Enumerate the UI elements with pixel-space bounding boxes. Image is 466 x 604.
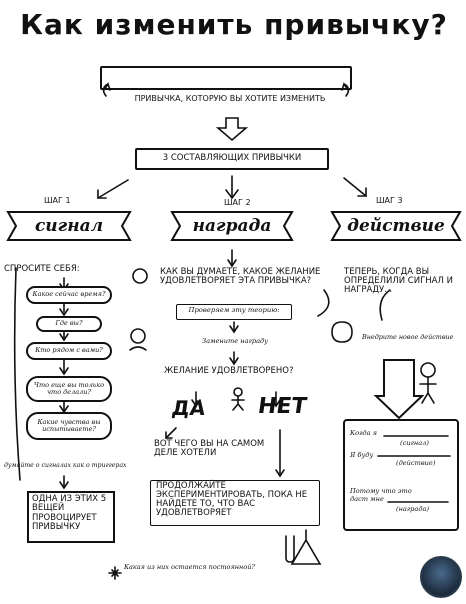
habit-caption: ПРИВЫЧКА, КОТОРУЮ ВЫ ХОТИТЕ ИЗМЕНИТЬ bbox=[134, 94, 326, 103]
plan-action: (действие) bbox=[396, 459, 436, 467]
question-who: Кто рядом с вами? bbox=[26, 342, 112, 360]
avatar bbox=[420, 556, 462, 598]
triggers-note: думайте о сигналах как о триггерах bbox=[4, 462, 127, 469]
page-title: Как изменить привычку? bbox=[20, 8, 448, 41]
reward-question: КАК ВЫ ДУМАЕТЕ, КАКОЕ ЖЕЛАНИЕ УДОВЛЕТВОР… bbox=[160, 267, 321, 286]
replace-reward: Замените награду bbox=[202, 337, 269, 345]
step-2-name: награда bbox=[192, 216, 272, 236]
step-2-label: ШАГ 2 bbox=[224, 198, 251, 207]
five-things-text: ОДНА ИЗ ЭТИХ 5 ВЕЩЕЙ ПРОВОЦИРУЕТ ПРИВЫЧК… bbox=[32, 494, 107, 533]
step-2-banner: награда bbox=[172, 214, 292, 240]
step-1-label: ШАГ 1 bbox=[44, 196, 71, 205]
question-doing: Что еще вы только что делали? bbox=[26, 376, 112, 402]
step-3-label: ШАГ 3 bbox=[376, 196, 403, 205]
habit-input-box[interactable] bbox=[100, 66, 352, 90]
components-box bbox=[135, 148, 329, 170]
now-that: ТЕПЕРЬ, КОГДА ВЫ ОПРЕДЕЛИЛИ СИГНАЛ И НАГ… bbox=[344, 267, 453, 295]
test-theory-box bbox=[176, 304, 292, 320]
yes-label: ДА bbox=[170, 396, 207, 420]
implement-action: Внедрите новое действие bbox=[362, 333, 454, 341]
plan-reward: (награда) bbox=[396, 505, 430, 513]
ask-yourself: СПРОСИТЕ СЕБЯ: bbox=[4, 264, 80, 274]
no-note-box bbox=[150, 480, 320, 526]
question-time: Какое сейчас время? bbox=[26, 286, 112, 304]
plan-because: Потому что это даст мне bbox=[350, 487, 412, 503]
components-label: 3 СОСТАВЛЯЮЩИХ ПРИВЫЧКИ bbox=[162, 153, 302, 163]
step-1-banner: сигнал bbox=[8, 214, 130, 240]
desire-satisfied: ЖЕЛАНИЕ УДОВЛЕТВОРЕНО? bbox=[164, 366, 294, 376]
question-where: Где вы? bbox=[36, 316, 102, 332]
which-constant: Какая из них остается постоянной? bbox=[124, 563, 255, 571]
plan-signal: (сигнал) bbox=[400, 439, 429, 447]
step-1-name: сигнал bbox=[34, 216, 104, 236]
no-note: ПРОДОЛЖАЙТЕ ЭКСПЕРИМЕНТИРОВАТЬ, ПОКА НЕ … bbox=[156, 481, 308, 518]
step-3-banner: действие bbox=[332, 214, 460, 240]
yes-note: ВОТ ЧЕГО ВЫ НА САМОМ ДЕЛЕ ХОТЕЛИ bbox=[154, 439, 265, 458]
no-label: НЕТ bbox=[256, 394, 309, 419]
plan-when: Когда я bbox=[350, 429, 377, 437]
plan-i-will: Я буду bbox=[350, 451, 374, 459]
question-feelings: Какие чувства вы испытываете? bbox=[26, 412, 112, 440]
test-theory: Проверяем эту теорию: bbox=[188, 306, 280, 314]
step-3-name: действие bbox=[347, 216, 445, 236]
